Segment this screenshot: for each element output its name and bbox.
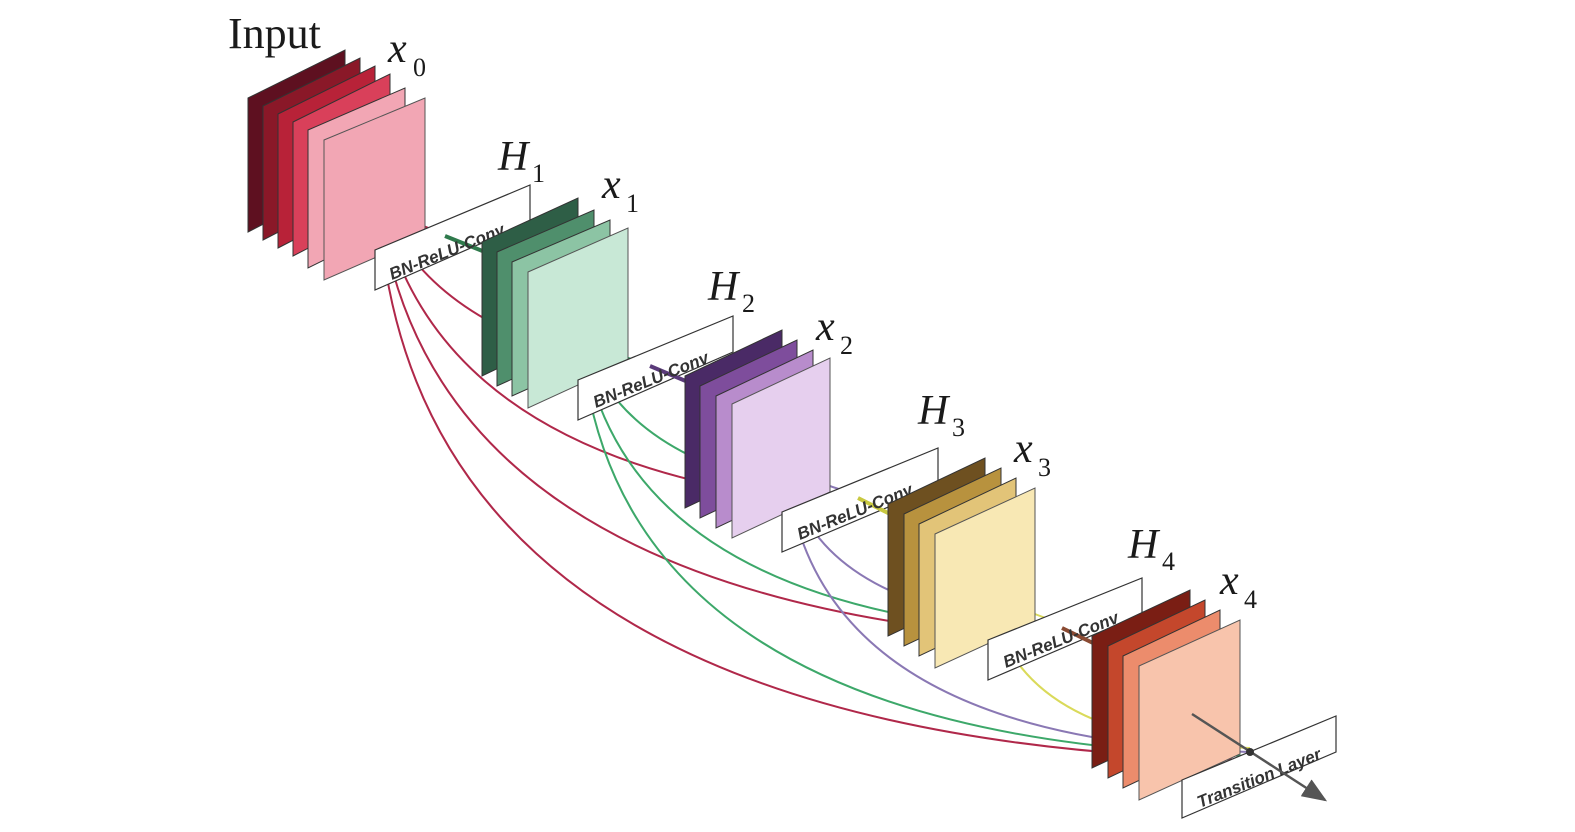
- h4-label: H 4: [1127, 522, 1175, 576]
- h3-label: H 3: [917, 388, 965, 442]
- svg-text:1: 1: [532, 159, 545, 188]
- svg-text:1: 1: [626, 189, 639, 218]
- svg-text:4: 4: [1244, 585, 1257, 614]
- svg-text:2: 2: [742, 289, 755, 318]
- connection-x0-to-h4: [377, 191, 1061, 641]
- x2-label: x 2: [815, 304, 853, 360]
- output-junction-dot: [1246, 748, 1254, 756]
- h1-label: H 1: [497, 134, 545, 188]
- svg-text:x: x: [1013, 426, 1033, 472]
- block4-feature-stack: [1091, 589, 1241, 801]
- svg-text:H: H: [917, 388, 951, 434]
- input-label: Input: [228, 9, 321, 58]
- x4-label: x 4: [1219, 558, 1257, 614]
- input-feature-stack: [247, 49, 426, 281]
- svg-text:x: x: [387, 26, 407, 72]
- x1-label: x 1: [601, 162, 639, 218]
- x4-front-map: [1138, 619, 1241, 801]
- svg-text:3: 3: [1038, 453, 1051, 482]
- x0-label: x 0: [387, 26, 426, 82]
- svg-text:x: x: [815, 304, 835, 350]
- connection-x1-to-transition: [579, 321, 1251, 757]
- x3-label: x 3: [1013, 426, 1051, 482]
- svg-text:2: 2: [840, 331, 853, 360]
- h2-label: H 2: [707, 264, 755, 318]
- svg-text:H: H: [707, 264, 741, 310]
- svg-text:H: H: [1127, 522, 1161, 568]
- block2-feature-stack: [684, 329, 831, 539]
- svg-text:0: 0: [413, 53, 426, 82]
- svg-text:4: 4: [1162, 547, 1175, 576]
- svg-text:x: x: [1219, 558, 1239, 604]
- connection-x0-to-transition: [377, 191, 1251, 761]
- svg-text:3: 3: [952, 413, 965, 442]
- block3-feature-stack: [887, 457, 1036, 669]
- svg-text:H: H: [497, 134, 531, 180]
- block1-feature-stack: [481, 197, 629, 409]
- output-arrow: [1191, 712, 1328, 802]
- svg-text:x: x: [601, 162, 621, 208]
